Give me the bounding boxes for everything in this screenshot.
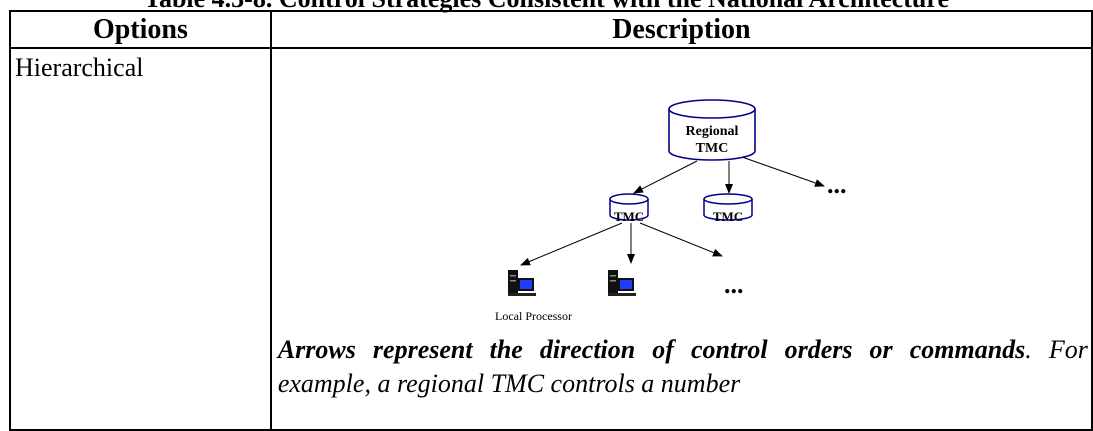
description-text: . For example, a regional TMC controls a… <box>277 335 1088 398</box>
tmc-cylinder-2 <box>703 193 753 221</box>
table-row: Hierarchical Regional TMC <box>9 47 1093 431</box>
ellipsis-bottom: ... <box>724 270 744 299</box>
table-caption: Table 4.3-8. Control Strategies Consiste… <box>0 0 1093 14</box>
arrow-regional-to-more <box>741 156 825 187</box>
header-options: Options <box>9 10 272 49</box>
regional-label-line1: Regional <box>685 124 738 139</box>
computer-icon <box>607 270 636 296</box>
description-cell: Regional TMC ... TMC TMC <box>269 47 1093 431</box>
arrow-regional-to-tmc <box>632 160 698 194</box>
ellipsis-top: ... <box>827 170 847 199</box>
hierarchy-diagram: Regional TMC ... TMC TMC <box>495 99 847 323</box>
arrow-tmc-to-more <box>639 222 723 257</box>
arrow-tmc-to-processor1 <box>519 222 623 266</box>
header-description: Description <box>269 10 1093 49</box>
computer-icon <box>507 270 536 296</box>
tmc-label-2: TMC <box>713 209 743 224</box>
table-header-row: Options Description <box>9 10 1093 49</box>
regional-tmc-cylinder <box>668 99 756 161</box>
description-paragraph: Arrows represent the direction of contro… <box>278 333 1088 401</box>
control-strategies-table: Options Description Hierarchical Regiona… <box>9 10 1093 431</box>
description-bold-text: Arrows represent the direction of contro… <box>277 335 1026 364</box>
option-hierarchical: Hierarchical <box>15 53 144 82</box>
option-cell: Hierarchical <box>9 47 272 431</box>
regional-label-line2: TMC <box>695 141 728 156</box>
local-processor-label: Local Processor <box>495 309 572 323</box>
tmc-cylinder-1 <box>609 193 649 221</box>
tmc-label-1: TMC <box>614 209 644 224</box>
